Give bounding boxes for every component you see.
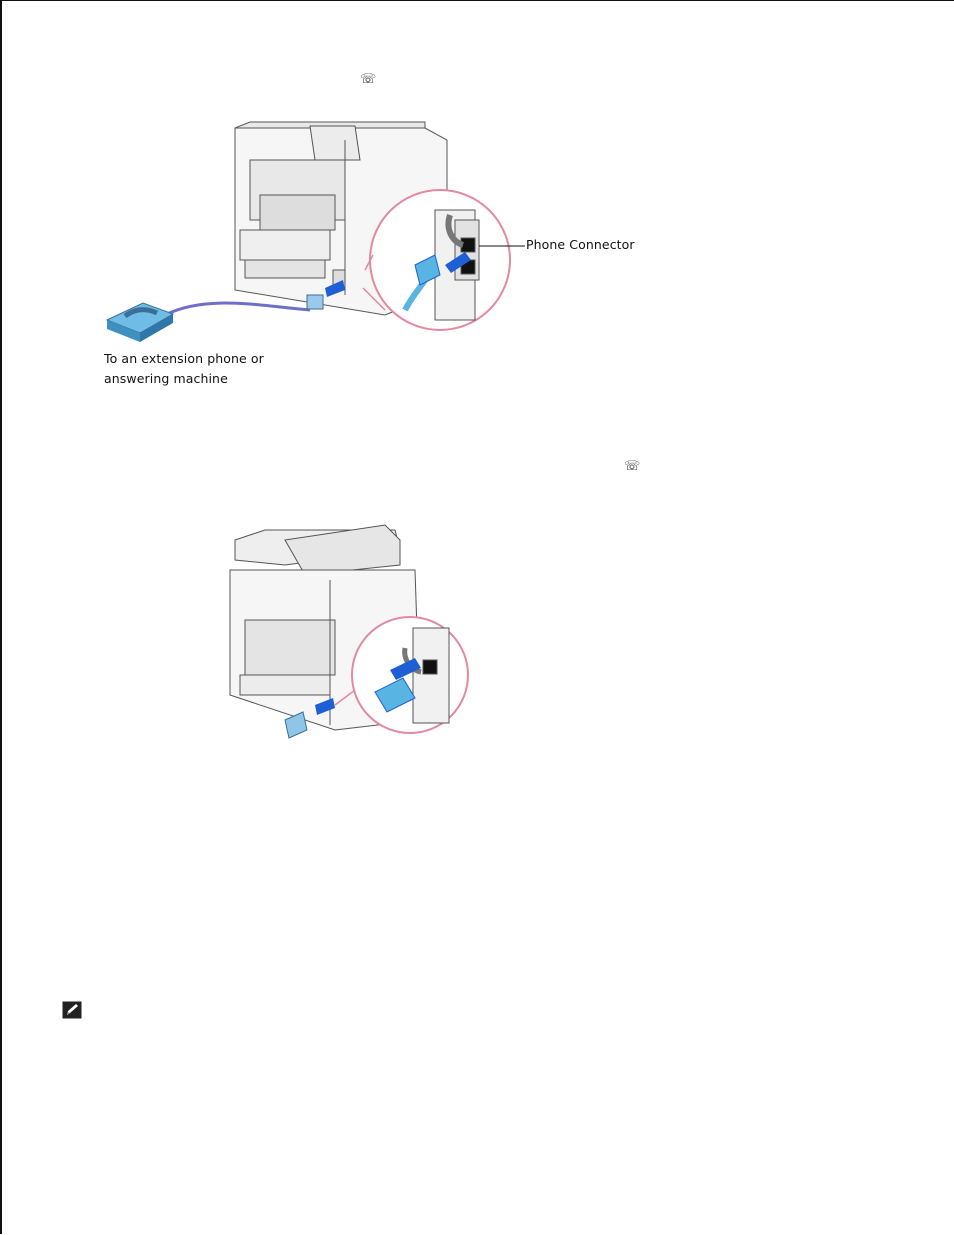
- figure-connector-cap: [225, 520, 475, 750]
- printer-cap-illustration: [229, 524, 469, 739]
- phone-line-icon: ☏: [360, 72, 377, 87]
- extension-phone-illustration: [105, 302, 175, 342]
- extension-caption-line1: To an extension phone or: [104, 351, 264, 366]
- extension-caption-line2: answering machine: [104, 371, 228, 386]
- note-pencil-icon: [62, 1001, 82, 1019]
- figure-extension-connection: [95, 120, 655, 400]
- printer-rear-illustration: [105, 121, 525, 342]
- phone-connector-callout: Phone Connector: [526, 237, 635, 252]
- phone-ext-icon: ☏: [624, 459, 641, 474]
